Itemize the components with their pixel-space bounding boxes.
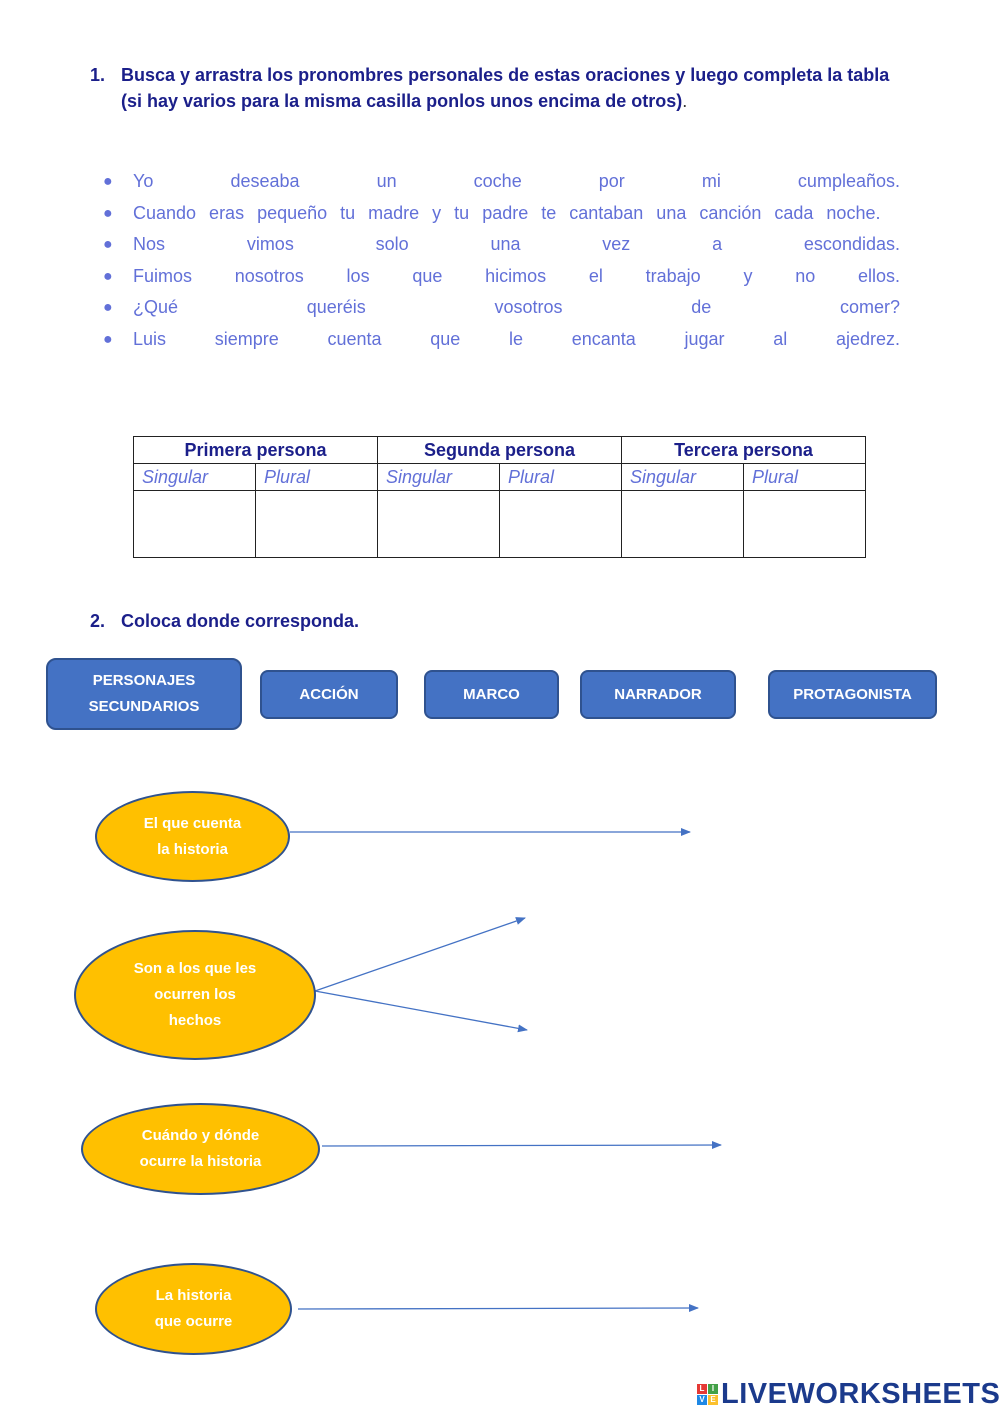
sentence-item: ● Cuando eras pequeño tu madre y tu padre… bbox=[100, 198, 900, 230]
question-1-line-2: (si hay varios para la misma casilla pon… bbox=[121, 91, 683, 111]
chip-protagonista[interactable]: PROTAGONISTA bbox=[768, 670, 937, 719]
liveworksheets-icon: L I V E bbox=[697, 1383, 718, 1405]
bullet-icon: ● bbox=[103, 173, 113, 190]
ellipse-marco-definition: Cuándo y dónde ocurre la historia bbox=[81, 1103, 320, 1195]
subheader-plural: Plural bbox=[743, 463, 866, 491]
drop-cell-tercera-singular[interactable] bbox=[621, 490, 744, 558]
arrow-accion bbox=[297, 1304, 699, 1313]
question-1-line-1: Busca y arrastra los pronombres personal… bbox=[121, 65, 890, 85]
bullet-icon: ● bbox=[103, 236, 113, 253]
table-answer-row bbox=[133, 490, 866, 558]
sentence-item: ● Yo deseaba un coche por mi cumpleaños. bbox=[100, 166, 900, 198]
drop-cell-tercera-plural[interactable] bbox=[743, 490, 866, 558]
bullet-icon: ● bbox=[103, 204, 113, 222]
ellipse-personajes-definition: Son a los que les ocurren los hechos bbox=[74, 930, 316, 1060]
subheader-plural: Plural bbox=[499, 463, 622, 491]
chip-accion[interactable]: ACCIÓN bbox=[260, 670, 398, 719]
sentence-item: ● ¿Qué queréis vosotros de comer? bbox=[100, 292, 900, 324]
question-1-line-2-end: . bbox=[682, 91, 688, 111]
sentence-text[interactable]: Yo deseaba un coche por mi cumpleaños. bbox=[133, 171, 900, 191]
chip-marco[interactable]: MARCO bbox=[424, 670, 559, 719]
sentence-text[interactable]: Cuando eras pequeño tu madre y tu padre … bbox=[133, 202, 881, 223]
table-header-row: Primera persona Segunda persona Tercera … bbox=[133, 436, 866, 464]
arrow-marco bbox=[321, 1141, 722, 1150]
sentence-text[interactable]: Fuimos nosotros los que hicimos el traba… bbox=[133, 265, 900, 286]
drop-cell-primera-plural[interactable] bbox=[255, 490, 378, 558]
bullet-icon: ● bbox=[103, 267, 113, 285]
sentence-item: ● Luis siempre cuenta que le encanta juga… bbox=[100, 324, 900, 356]
drop-cell-segunda-plural[interactable] bbox=[499, 490, 622, 558]
ellipse-narrador-definition: El que cuenta la historia bbox=[95, 791, 290, 882]
ellipse-accion-definition: La historia que ocurre bbox=[95, 1263, 292, 1355]
subheader-singular: Singular bbox=[133, 463, 256, 491]
sentence-text[interactable]: Nos vimos solo una vez a escondidas. bbox=[133, 234, 900, 254]
arrow-personajes bbox=[314, 990, 528, 1033]
liveworksheets-text: LIVEWORKSHEETS bbox=[721, 1377, 1000, 1410]
question-1-number: 1. bbox=[90, 65, 106, 85]
chip-personajes-secundarios[interactable]: PERSONAJES SECUNDARIOS bbox=[46, 658, 242, 730]
sentence-text[interactable]: Luis siempre cuenta que le encanta jugar… bbox=[133, 328, 900, 349]
bullet-icon: ● bbox=[103, 299, 113, 316]
sentence-text[interactable]: ¿Qué queréis vosotros de comer? bbox=[133, 297, 900, 317]
pronoun-table: Primera persona Segunda persona Tercera … bbox=[133, 436, 866, 558]
arrow-protagonista bbox=[314, 917, 526, 992]
question-2-number: 2. bbox=[90, 611, 106, 631]
subheader-plural: Plural bbox=[255, 463, 378, 491]
drop-cell-segunda-singular[interactable] bbox=[377, 490, 500, 558]
header-segunda: Segunda persona bbox=[377, 436, 622, 464]
question-2-text: Coloca donde corresponda. bbox=[121, 611, 360, 631]
sentence-item: ● Fuimos nosotros los que hicimos el trab… bbox=[100, 261, 900, 293]
chip-narrador[interactable]: NARRADOR bbox=[580, 670, 736, 719]
liveworksheets-logo: L I V E LIVEWORKSHEETS bbox=[697, 1378, 1000, 1410]
bullet-icon: ● bbox=[103, 330, 113, 348]
question-2: 2. Coloca donde corresponda. bbox=[90, 608, 490, 634]
drop-cell-primera-singular[interactable] bbox=[133, 490, 256, 558]
sentence-list: ●Yo deseaba un coche por mi cumpleaños. … bbox=[100, 166, 900, 355]
sentence-item: ● Nos vimos solo una vez a escondidas. bbox=[100, 229, 900, 261]
question-1: 1. Busca y arrastra los pronombres perso… bbox=[90, 62, 960, 118]
subheader-singular: Singular bbox=[377, 463, 500, 491]
question-1-text: Busca y arrastra los pronombres personal… bbox=[121, 62, 951, 114]
